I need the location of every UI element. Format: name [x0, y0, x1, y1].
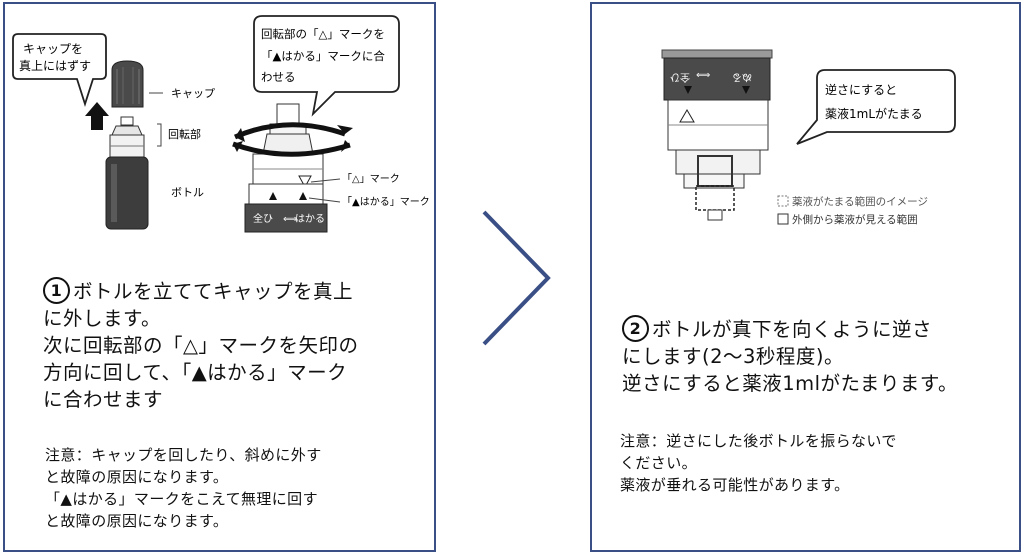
label-cap: キャップ: [171, 87, 215, 100]
step2-note2: ください。: [620, 454, 698, 472]
step-number-badge: 2: [622, 315, 649, 342]
dial-arrow-2: ⟺: [696, 70, 710, 81]
bubble-liquid-line1: 逆さにすると: [825, 82, 897, 97]
dial-left-label-2: 全ひ: [670, 71, 690, 84]
bubble-right-line2: 「▲はかる」マークに合: [261, 49, 385, 63]
step1-line3: 次に回転部の「△」マークを矢印の: [43, 334, 359, 357]
step1-line2: に外します。: [43, 307, 162, 330]
rotator-drawing: [109, 116, 145, 158]
bubble-left-line2: 真上にはずす: [19, 59, 91, 73]
legend-dashed-box-icon: [777, 195, 789, 207]
bubble-remove-cap: キャップを 真上にはずす: [12, 33, 107, 107]
legend-item-2: 外側から薬液が見える範囲: [792, 213, 918, 226]
bubble-right-line1: 回転部の「△」マークを: [261, 27, 385, 41]
dial-drawing: 全ひ ⟺ はかる: [244, 183, 328, 233]
label-bottle: ボトル: [171, 186, 204, 199]
rotation-arrow-icon: [234, 122, 346, 140]
step1-line4: 方向に回して、「▲はかる」マーク: [43, 361, 348, 384]
inverted-device-drawing: 全ひ ⟺ ぬる: [661, 49, 773, 221]
bubble-right-line3: わせる: [261, 70, 296, 84]
step1-note2: と故障の原因になります。: [45, 468, 229, 486]
step2-caution: 注意：逆さにした後ボトルを振らないで ください。 薬液が垂れる可能性があります。: [620, 430, 897, 496]
step2-note1: 注意：逆さにした後ボトルを振らないで: [620, 432, 897, 450]
step1-caution: 注意：キャップを回したり、斜めに外す と故障の原因になります。 「▲はかる」マー…: [45, 444, 322, 532]
label-rotator: 回転部: [168, 127, 201, 141]
step2-note3: 薬液が垂れる可能性があります。: [620, 476, 850, 494]
dial-right-label: はかる: [295, 213, 325, 225]
cap-drawing: [111, 60, 144, 108]
bubble-liquid-line2: 薬液1mLがたまる: [825, 106, 923, 121]
label-triangle-mark: 「△」マーク: [342, 173, 400, 185]
figure-legend: 薬液がたまる範囲のイメージ 外側から薬液が見える範囲: [777, 195, 928, 226]
device-top-drawing: [252, 103, 324, 189]
triangle-mark-icon: [298, 175, 312, 189]
step1-panel: キャップを 真上にはずす キャップ 回転部 ボトル: [3, 2, 436, 552]
next-step-arrow-icon: [482, 210, 551, 346]
step1-note3: 「▲はかる」マークをこえて無理に回す: [45, 490, 318, 508]
bottle-drawing: [105, 156, 149, 230]
step1-illustration: キャップを 真上にはずす キャップ 回転部 ボトル: [12, 15, 430, 233]
arrow-up-icon: [85, 102, 109, 130]
triangle-mark-icon-2: [679, 109, 695, 123]
label-hakaru-mark: 「▲はかる」マーク: [342, 196, 430, 208]
dial-arrow: ⟺: [283, 214, 297, 225]
step1-line5: に合わせます: [43, 388, 164, 411]
dial-right-label-2: ぬる: [732, 71, 752, 83]
liquid-area-outline: [695, 185, 735, 211]
legend-solid-box-icon: [777, 213, 789, 225]
step1-note4: と故障の原因になります。: [45, 512, 229, 530]
step2-panel: 全ひ ⟺ ぬる 逆さにすると 薬液1mLがたまる 薬液がたまる範囲のイメージ 外…: [590, 2, 1021, 552]
step1-note1: 注意：キャップを回したり、斜めに外す: [45, 446, 322, 464]
legend-item-1: 薬液がたまる範囲のイメージ: [792, 195, 928, 208]
step2-line2: にします(2〜3秒程度)。: [622, 345, 845, 368]
step-number-badge: 1: [43, 277, 70, 304]
bubble-rotate-mark: 回転部の「△」マークを 「▲はかる」マークに合 わせる: [253, 15, 400, 117]
bubble-liquid: 逆さにすると 薬液1mLがたまる: [796, 69, 956, 145]
step2-illustration: 全ひ ⟺ ぬる 逆さにすると 薬液1mLがたまる 薬液がたまる範囲のイメージ 外…: [661, 49, 956, 226]
bubble-left-line1: キャップを: [23, 42, 83, 56]
dial-left-label: 全ひ: [253, 212, 273, 225]
step2-line3: 逆さにすると薬液1mlがたまります。: [622, 372, 958, 395]
